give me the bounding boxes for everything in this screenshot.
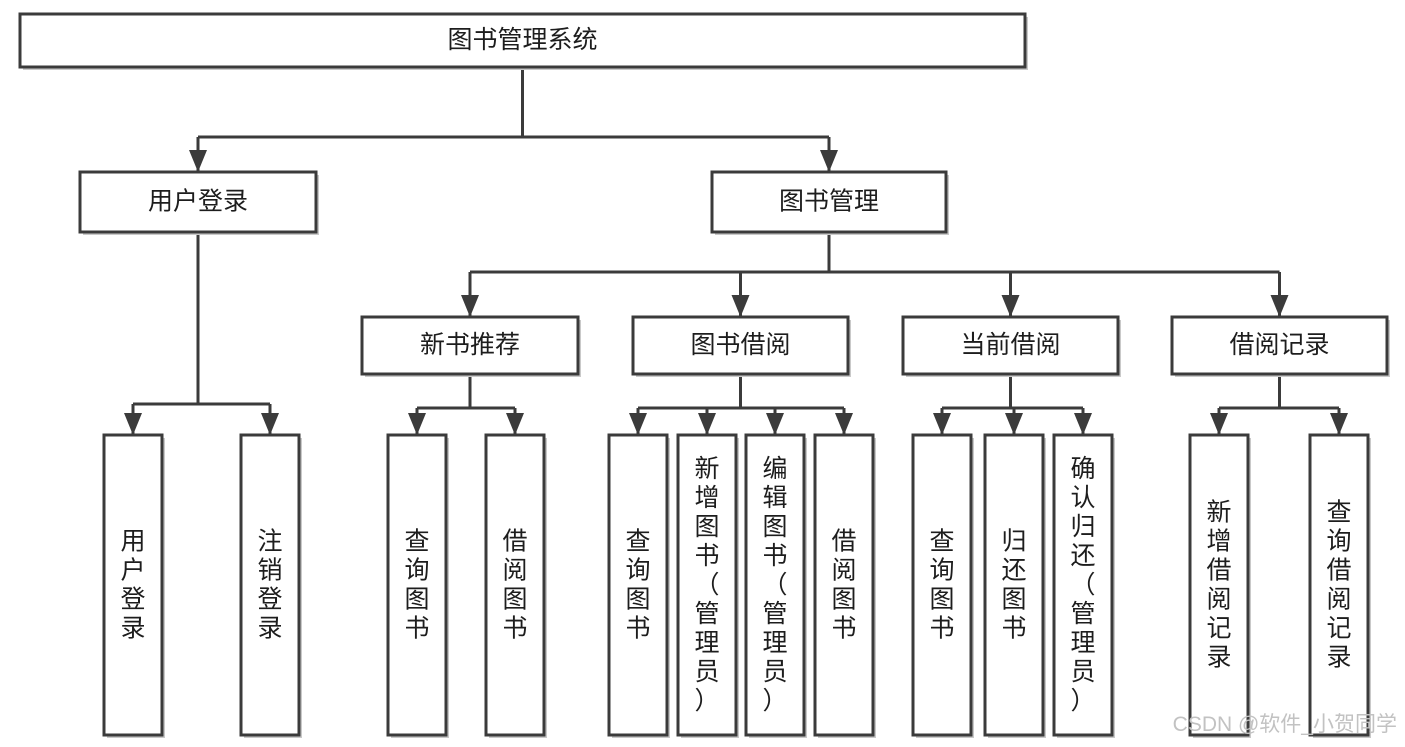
node-box[interactable] — [744, 433, 806, 737]
node-leaf-borrow-book[interactable]: 借阅图书 — [813, 433, 876, 738]
node-label: 图书借阅 — [690, 331, 790, 359]
node-label: 查询借阅记录 — [1326, 499, 1351, 672]
arrow-head-icon — [1210, 413, 1228, 435]
arrow-head-icon — [629, 413, 647, 435]
node-box[interactable] — [676, 433, 738, 737]
node-box[interactable] — [983, 433, 1045, 737]
node-box[interactable] — [607, 433, 669, 737]
node-box[interactable] — [386, 433, 448, 737]
arrow-head-icon — [124, 413, 142, 435]
arrow-head-icon — [408, 413, 426, 435]
node-label: 查询图书 — [625, 528, 650, 643]
arrow-head-icon — [1270, 295, 1289, 317]
node-label: 查询图书 — [929, 528, 954, 643]
node-box[interactable] — [710, 170, 948, 234]
node-label: 注销登录 — [257, 528, 282, 643]
node-leaf-query-book-recommend[interactable]: 查询图书 — [386, 433, 449, 738]
node-leaf-add-borrow-record[interactable]: 新增借阅记录 — [1188, 433, 1251, 738]
node-label: 用户登录 — [120, 528, 145, 643]
node-root[interactable]: 图书管理系统 — [18, 12, 1028, 70]
node-leaf-query-borrow-record[interactable]: 查询借阅记录 — [1308, 433, 1371, 738]
arrow-head-icon — [698, 413, 716, 435]
arrow-head-icon — [1074, 413, 1092, 435]
node-new-book-recommend[interactable]: 新书推荐 — [360, 315, 581, 377]
node-box[interactable] — [1052, 433, 1114, 737]
node-book-management[interactable]: 图书管理 — [710, 170, 949, 235]
arrow-head-icon — [835, 413, 853, 435]
node-label: 图书管理系统 — [447, 26, 597, 54]
node-box[interactable] — [631, 315, 850, 376]
arrow-head-icon — [261, 413, 279, 435]
node-label: 编辑图书（管理员） — [762, 455, 787, 715]
node-label: 新增图书（管理员） — [694, 455, 719, 715]
node-label: 用户登录 — [148, 188, 248, 216]
node-box[interactable] — [360, 315, 580, 376]
arrow-head-icon — [189, 150, 207, 172]
arrow-head-icon — [1005, 413, 1023, 435]
node-box[interactable] — [239, 433, 301, 737]
node-label: 确认归还（管理员） — [1070, 455, 1095, 715]
node-box[interactable] — [1188, 433, 1250, 737]
node-label: 新增借阅记录 — [1206, 499, 1231, 672]
node-leaf-confirm-return[interactable]: 确认归还（管理员） — [1052, 433, 1115, 738]
node-leaf-query-book-current[interactable]: 查询图书 — [911, 433, 974, 738]
node-book-borrow[interactable]: 图书借阅 — [631, 315, 851, 377]
node-leaf-logout-login[interactable]: 注销登录 — [239, 433, 302, 738]
node-borrow-record[interactable]: 借阅记录 — [1170, 315, 1390, 377]
arrow-head-icon — [820, 150, 838, 172]
node-label: 查询图书 — [404, 528, 429, 643]
node-leaf-borrow-book-recommend[interactable]: 借阅图书 — [484, 433, 547, 738]
node-box[interactable] — [1308, 433, 1370, 737]
node-box[interactable] — [18, 12, 1027, 69]
node-user-login[interactable]: 用户登录 — [78, 170, 319, 235]
node-leaf-add-book[interactable]: 新增图书（管理员） — [676, 433, 739, 738]
node-label: 归还图书 — [1001, 528, 1026, 643]
node-label: 图书管理 — [779, 188, 879, 216]
node-current-borrow[interactable]: 当前借阅 — [901, 315, 1121, 377]
node-box[interactable] — [484, 433, 546, 737]
arrow-head-icon — [461, 295, 479, 317]
arrow-head-icon — [731, 295, 750, 317]
node-box[interactable] — [1170, 315, 1389, 376]
node-leaf-user-login[interactable]: 用户登录 — [102, 433, 165, 738]
node-label: 借阅记录 — [1229, 331, 1329, 359]
node-label: 新书推荐 — [420, 331, 520, 359]
arrow-head-icon — [1330, 413, 1348, 435]
node-label: 借阅图书 — [502, 528, 527, 643]
node-leaf-query-book[interactable]: 查询图书 — [607, 433, 670, 738]
csdn-watermark: CSDN @软件_小贺同学 — [1173, 713, 1397, 736]
node-box[interactable] — [911, 433, 973, 737]
node-label: 当前借阅 — [960, 331, 1060, 359]
node-layer: 图书管理系统用户登录图书管理新书推荐图书借阅当前借阅借阅记录用户登录注销登录查询… — [18, 12, 1390, 738]
node-leaf-edit-book[interactable]: 编辑图书（管理员） — [744, 433, 807, 738]
node-box[interactable] — [901, 315, 1120, 376]
node-box[interactable] — [813, 433, 875, 737]
arrow-head-icon — [506, 413, 524, 435]
node-box[interactable] — [78, 170, 318, 234]
node-label: 借阅图书 — [831, 528, 856, 643]
node-leaf-return-book[interactable]: 归还图书 — [983, 433, 1046, 738]
arrow-head-icon — [766, 413, 784, 435]
arrow-head-icon — [933, 413, 951, 435]
arrow-head-icon — [1001, 295, 1020, 317]
connector-layer — [124, 67, 1348, 435]
node-box[interactable] — [102, 433, 164, 737]
